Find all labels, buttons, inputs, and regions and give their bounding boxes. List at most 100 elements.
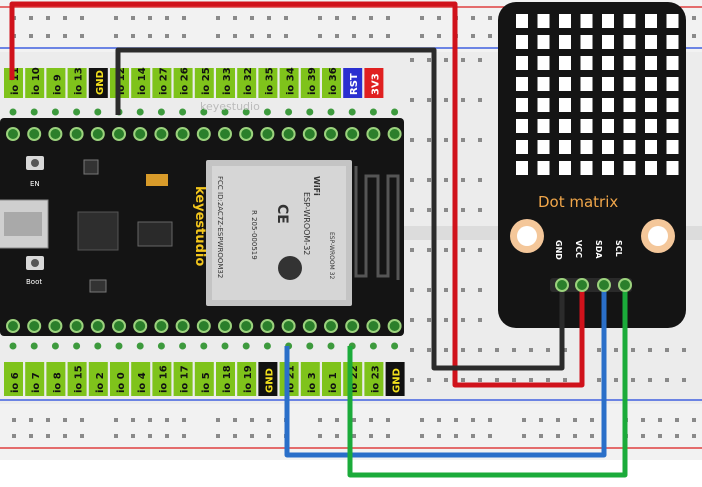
led-dot	[559, 77, 571, 91]
led-dot	[580, 14, 593, 28]
breadboard-hole	[410, 378, 414, 382]
breadboard-hole	[216, 434, 220, 438]
header-pin-top	[48, 127, 63, 141]
bottom-pin-label-text: io 19	[243, 365, 254, 393]
bottom-pin-label-text: io 1	[328, 372, 339, 393]
breadboard-hole	[386, 418, 390, 422]
breadboard-pin-top	[391, 108, 399, 116]
breadboard-hole	[692, 16, 696, 20]
bottom-pin-label-text: io 18	[222, 365, 233, 393]
top-pin-label-text: io 12	[116, 67, 127, 95]
breadboard-hole	[233, 434, 237, 438]
breadboard-hole	[478, 138, 482, 142]
header-pin-top	[27, 127, 42, 141]
led-dot	[645, 161, 657, 175]
breadboard-hole	[410, 248, 414, 252]
breadboard-hole	[444, 208, 448, 212]
bottom-pin-label-text: GND	[264, 368, 275, 393]
breadboard-hole	[444, 178, 448, 182]
breadboard-hole	[420, 34, 424, 38]
top-pin-label-text: io 34	[286, 67, 297, 95]
breadboard-hole	[284, 34, 288, 38]
breadboard-hole	[410, 208, 414, 212]
header-pin-top	[302, 127, 317, 141]
header-pin-top	[260, 127, 275, 141]
header-pin-bottom	[366, 319, 381, 333]
top-pin-label-text: io 14	[137, 67, 148, 95]
breadboard-hole	[478, 208, 482, 212]
breadboard-hole	[369, 434, 373, 438]
header-pin-bottom	[239, 319, 254, 333]
led-dot	[666, 98, 679, 112]
breadboard-hole	[131, 16, 135, 20]
breadboard-hole	[182, 434, 186, 438]
breadboard-hole	[182, 34, 186, 38]
bottom-pin-label-text: io 23	[370, 365, 381, 393]
usb-uart-chip	[77, 211, 119, 251]
breadboard-pin-bottom	[9, 342, 17, 350]
breadboard-hole	[267, 34, 271, 38]
breadboard-hole	[631, 378, 635, 382]
breadboard-hole	[427, 318, 431, 322]
breadboard-hole	[131, 434, 135, 438]
top-pin-label-box	[322, 68, 341, 98]
bottom-pin-label-text: io 6	[10, 372, 21, 393]
led-dot	[580, 161, 593, 175]
breadboard-hole	[267, 16, 271, 20]
breadboard-hole	[488, 34, 492, 38]
breadboard-hole	[12, 418, 16, 422]
breadboard-hole	[427, 58, 431, 62]
breadboard-hole	[478, 58, 482, 62]
header-pin-top	[345, 127, 360, 141]
bottom-pin-label-box	[216, 362, 235, 396]
breadboard-pin-bottom	[391, 342, 399, 350]
bottom-pin-label-text: io 8	[52, 372, 63, 393]
header-pin-bottom	[48, 319, 63, 333]
breadboard-hole	[461, 378, 465, 382]
breadboard-hole	[471, 16, 475, 20]
breadboard-hole	[444, 58, 448, 62]
breadboard-pin-top	[285, 108, 293, 116]
breadboard-hole	[478, 378, 482, 382]
led-dot	[559, 35, 571, 49]
breadboard-hole	[352, 16, 356, 20]
breadboard-hole	[529, 378, 533, 382]
breadboard-pin-bottom	[242, 342, 250, 350]
breadboard-hole	[369, 34, 373, 38]
header-pin-bottom	[281, 319, 296, 333]
top-pin-label-text: io 32	[243, 67, 254, 95]
breadboard-hole	[114, 16, 118, 20]
breadboard-hole	[318, 434, 322, 438]
breadboard-hole	[597, 348, 601, 352]
breadboard-hole	[148, 16, 152, 20]
led-dot	[645, 14, 657, 28]
breadboard-hole	[437, 434, 441, 438]
antenna-trace	[354, 166, 400, 280]
breadboard-hole	[420, 418, 424, 422]
header-pin-top	[112, 127, 126, 141]
module-logo-icon	[278, 256, 302, 280]
breadboard-hole	[539, 434, 543, 438]
board-brand-text: keyestudio	[192, 186, 207, 266]
top-pin-label-text: io 9	[52, 74, 63, 95]
breadboard-pin-top	[30, 108, 38, 116]
led-dot	[623, 14, 636, 28]
led-dot	[580, 98, 593, 112]
header-pin-bottom	[345, 319, 360, 333]
bottom-pin-label-box	[194, 362, 214, 396]
breadboard-pin-top	[242, 108, 250, 116]
diode	[83, 159, 99, 175]
breadboard-hole	[563, 348, 567, 352]
transistor	[89, 279, 107, 293]
breadboard-hole	[529, 348, 533, 352]
led-dot	[516, 119, 528, 133]
breadboard-hole	[233, 418, 237, 422]
bottom-pin-label-text: io 4	[137, 372, 148, 393]
breadboard-hole	[461, 348, 465, 352]
breadboard-hole	[488, 434, 492, 438]
breadboard-hole	[267, 418, 271, 422]
breadboard-hole	[420, 16, 424, 20]
